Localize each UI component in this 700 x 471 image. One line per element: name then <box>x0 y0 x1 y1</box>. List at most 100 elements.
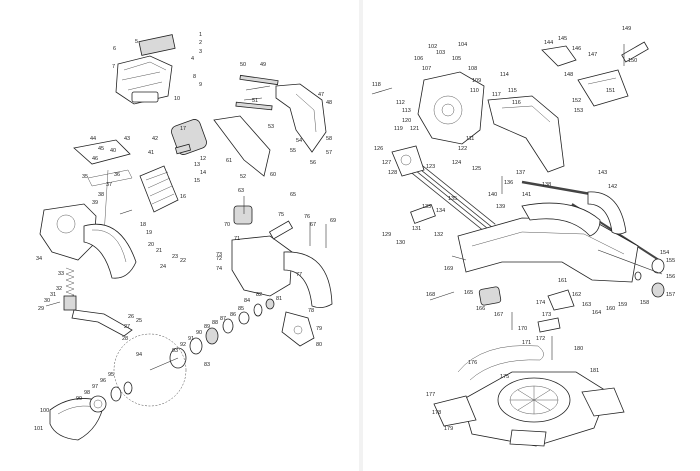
callout-1: 1 <box>199 32 202 38</box>
callout-28: 28 <box>122 336 128 342</box>
callout-148: 148 <box>564 72 573 78</box>
callout-140: 140 <box>488 192 497 198</box>
left-callout-labels: 1 2 3 4 5 6 7 8 9 10 12 13 14 15 16 17 1… <box>34 32 336 432</box>
fence-assembly-part <box>457 191 639 283</box>
callout-87: 87 <box>220 316 226 322</box>
slide-arm-housing-part <box>417 71 565 173</box>
callout-178: 178 <box>432 410 441 416</box>
callout-44: 44 <box>90 136 96 142</box>
callout-103: 103 <box>436 50 445 56</box>
callout-152: 152 <box>572 98 581 104</box>
callout-135: 135 <box>448 196 457 202</box>
callout-63: 63 <box>238 188 244 194</box>
callout-116: 116 <box>512 100 521 106</box>
callout-61: 61 <box>226 158 232 164</box>
callout-45: 45 <box>98 146 104 152</box>
callout-156: 156 <box>666 274 675 280</box>
callout-174: 174 <box>536 300 545 306</box>
callout-75: 75 <box>278 212 284 218</box>
callout-8: 8 <box>193 74 196 80</box>
callout-37: 37 <box>106 182 112 188</box>
callout-74: 74 <box>216 266 222 272</box>
callout-5: 5 <box>135 39 138 45</box>
callout-18: 18 <box>140 222 146 228</box>
callout-14: 14 <box>200 170 206 176</box>
callout-39: 39 <box>92 200 98 206</box>
callout-104: 104 <box>458 42 467 48</box>
callout-138: 138 <box>542 182 551 188</box>
callout-6: 6 <box>113 46 116 52</box>
callout-29: 29 <box>38 306 44 312</box>
callout-129: 129 <box>382 232 391 238</box>
callout-153: 153 <box>574 108 583 114</box>
callout-139: 139 <box>496 204 505 210</box>
callout-167: 167 <box>494 312 503 318</box>
callout-147: 147 <box>588 52 597 58</box>
callout-176: 176 <box>468 360 477 366</box>
callout-155: 155 <box>666 258 675 264</box>
callout-118: 118 <box>372 82 381 88</box>
callout-123: 123 <box>426 164 435 170</box>
callout-150: 150 <box>628 58 637 64</box>
callout-98: 98 <box>84 390 90 396</box>
callout-180: 180 <box>574 346 583 352</box>
callout-41: 41 <box>148 150 154 156</box>
callout-42: 42 <box>152 136 158 142</box>
right-parts-diagram: 102 103 104 105 106 107 108 109 110 111 … <box>371 26 675 447</box>
callout-168: 168 <box>426 292 435 298</box>
callout-17: 17 <box>180 126 186 132</box>
right-fastener-set <box>371 44 625 330</box>
callout-107: 107 <box>422 66 431 72</box>
callout-15: 15 <box>194 178 200 184</box>
callout-128: 128 <box>388 170 397 176</box>
callout-97: 97 <box>92 384 98 390</box>
callout-117: 117 <box>492 92 501 98</box>
callout-88: 88 <box>212 320 218 326</box>
callout-145: 145 <box>558 36 567 42</box>
callout-55: 55 <box>290 148 296 154</box>
fastener-set <box>45 85 327 307</box>
spindle-washer-stack <box>169 298 275 369</box>
callout-10: 10 <box>174 96 180 102</box>
callout-162: 162 <box>572 292 581 298</box>
callout-108: 108 <box>468 66 477 72</box>
lower-blade-guard-part <box>49 381 133 441</box>
callout-151: 151 <box>606 88 615 94</box>
callout-9: 9 <box>199 82 202 88</box>
callout-12: 12 <box>200 156 206 162</box>
callout-173: 173 <box>542 312 551 318</box>
callout-23: 23 <box>172 254 178 260</box>
callout-50: 50 <box>240 62 246 68</box>
callout-52: 52 <box>240 174 246 180</box>
callout-175: 175 <box>500 374 509 380</box>
callout-142: 142 <box>608 184 617 190</box>
callout-48: 48 <box>326 100 332 106</box>
right-gear-housing-part <box>231 205 333 308</box>
callout-36: 36 <box>114 172 120 178</box>
rail-holder-part <box>391 145 425 177</box>
callout-2: 2 <box>199 40 202 46</box>
callout-165: 165 <box>464 290 473 296</box>
callout-84: 84 <box>244 298 250 304</box>
callout-96: 96 <box>100 378 106 384</box>
callout-164: 164 <box>592 310 601 316</box>
callout-21: 21 <box>156 248 162 254</box>
callout-7: 7 <box>112 64 115 70</box>
callout-56: 56 <box>310 160 316 166</box>
callout-120: 120 <box>402 118 411 124</box>
callout-43: 43 <box>124 136 130 142</box>
miter-handle-knobs <box>597 249 665 298</box>
callout-73: 73 <box>216 252 222 258</box>
callout-146: 146 <box>572 46 581 52</box>
callout-112: 112 <box>396 100 405 106</box>
callout-157: 157 <box>666 292 675 298</box>
lower-link-arm-part <box>71 309 133 337</box>
armature-part <box>139 119 207 213</box>
callout-30: 30 <box>44 298 50 304</box>
callout-105: 105 <box>452 56 461 62</box>
callout-131: 131 <box>412 226 421 232</box>
callout-27: 27 <box>124 324 130 330</box>
left-parts-diagram: 1 2 3 4 5 6 7 8 9 10 12 13 14 15 16 17 1… <box>34 32 336 441</box>
callout-106: 106 <box>414 56 423 62</box>
switch-handle-part <box>213 74 327 177</box>
